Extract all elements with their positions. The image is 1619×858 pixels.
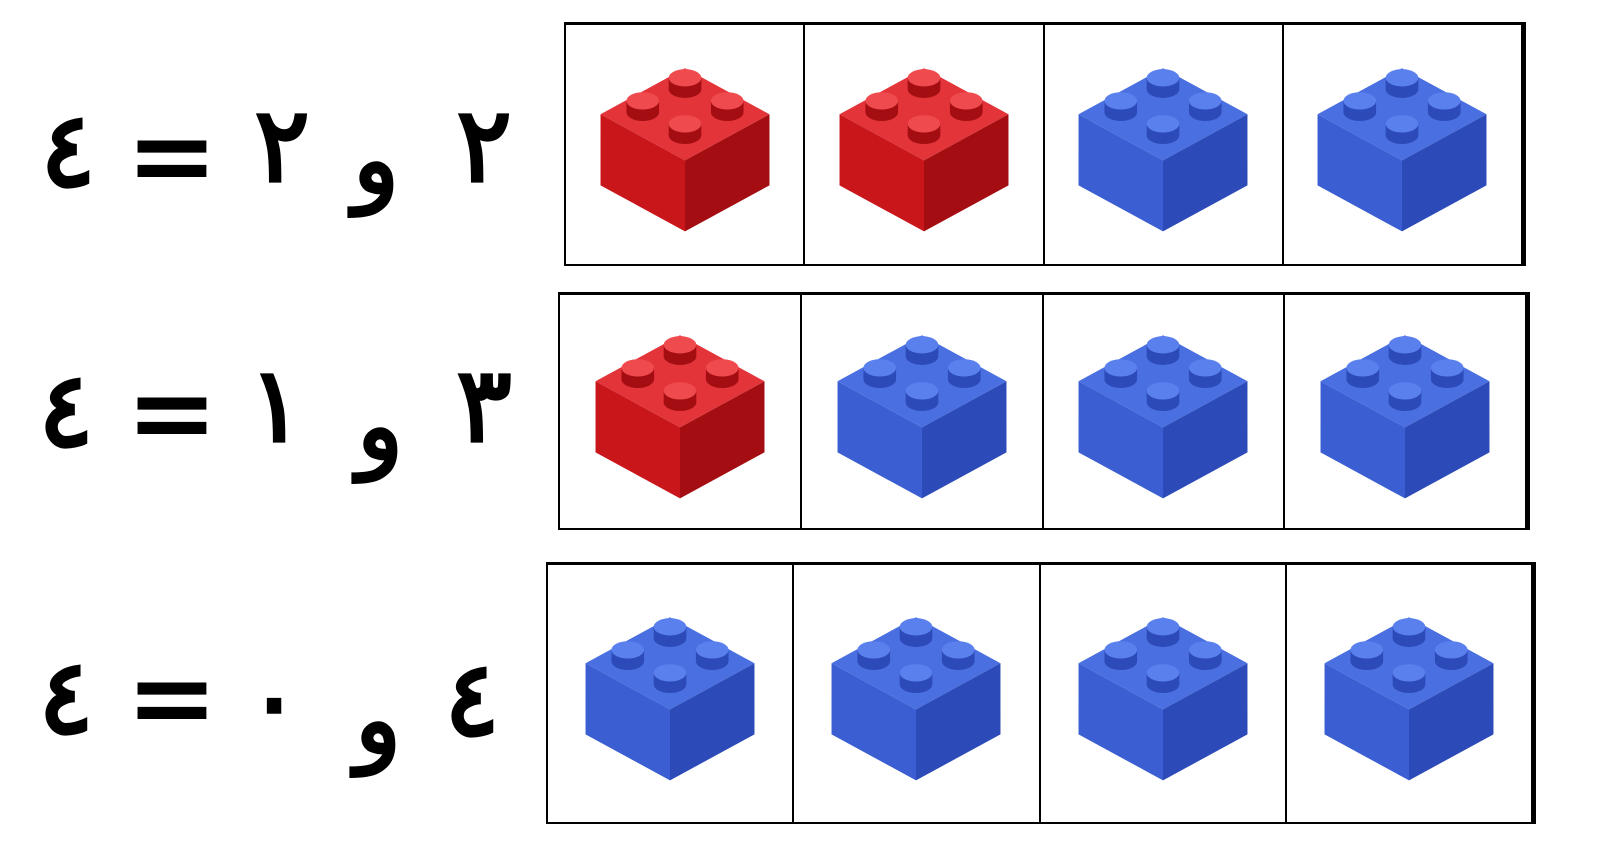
grid-cell [566,25,803,264]
blue-brick-icon [1324,616,1494,780]
sum-total: ٤ [38,347,94,471]
addend-right: ٠ [246,637,302,761]
sum-total: ٤ [40,87,96,211]
blue-brick-icon [1078,334,1248,498]
red-brick-icon [600,67,770,231]
brick-grid-2 [558,292,1530,530]
equation-row-1: ٢ و ٢ = ٤ [0,22,1619,268]
addend-left: ٤ [444,637,500,761]
grid-cell [548,565,792,822]
red-brick-icon [595,334,765,498]
equation-1: ٢ و ٢ = ٤ [0,22,540,268]
blue-brick-icon [585,616,755,780]
grid-cell [1038,565,1285,822]
blue-brick-icon [1317,67,1487,231]
blue-brick-icon [837,334,1007,498]
and-word: و [356,369,404,483]
equals-sign: = [125,631,219,761]
addend-left: ٣ [456,342,512,466]
grid-cell [1041,295,1284,528]
grid-cell [1283,295,1525,528]
equals-sign: = [125,347,219,476]
grid-cell [1284,565,1531,822]
blue-brick-icon [1320,334,1490,498]
grid-cell [803,25,1042,264]
equation-3: ٤ و ٠ = ٤ [0,562,540,826]
blue-brick-icon [1078,67,1248,231]
addend-right: ١ [248,342,304,466]
grid-cell [560,295,800,528]
brick-grid-1 [564,22,1526,266]
red-brick-icon [839,67,1009,231]
addend-left: ٢ [456,83,512,206]
grid-cell [799,295,1042,528]
equation-2: ٣ و ١ = ٤ [0,292,540,532]
brick-grid-3 [546,562,1536,824]
grid-cell [792,565,1038,822]
equals-sign: = [125,89,219,219]
and-word: و [352,102,400,216]
grid-cell [1042,25,1282,264]
and-word: و [354,663,402,777]
addend-right: ٢ [254,83,310,206]
blue-brick-icon [1078,616,1248,780]
grid-cell [1281,25,1521,264]
equation-row-2: ٣ و ١ = ٤ [0,292,1619,532]
blue-brick-icon [831,616,1001,780]
sum-total: ٤ [38,634,94,758]
equation-row-3: ٤ و ٠ = ٤ [0,562,1619,826]
